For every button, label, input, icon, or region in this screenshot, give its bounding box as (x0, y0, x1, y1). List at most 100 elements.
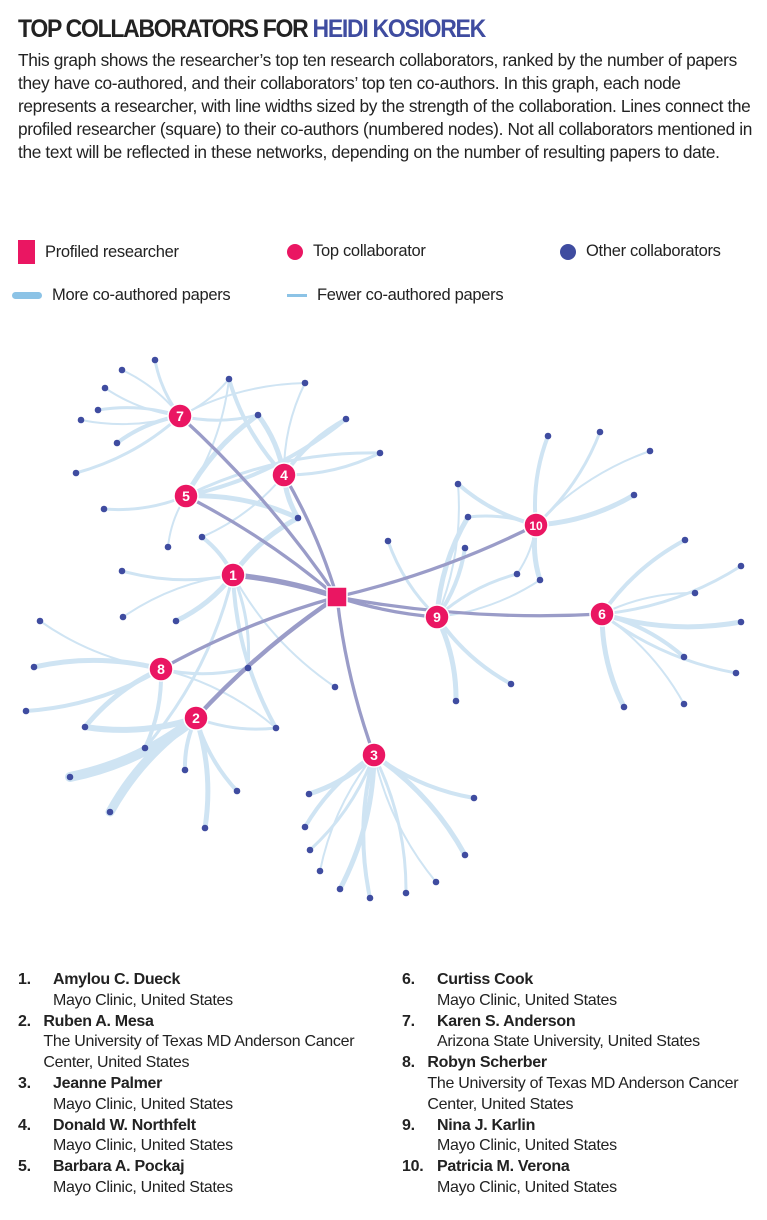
collaboration-edge (532, 434, 550, 527)
node-label: 9 (433, 609, 441, 625)
primary-edge-4 (282, 473, 339, 599)
node-circle (148, 656, 174, 682)
top-collaborator-node-3: 3 (361, 742, 387, 768)
collaborator-rank: 7. (402, 1012, 415, 1030)
node-circle (167, 403, 193, 429)
profiled-researcher-node (326, 586, 348, 608)
collaboration-edge (160, 668, 277, 729)
other-collaborator-node (181, 766, 189, 774)
node-label: 4 (280, 467, 288, 483)
node-label: 1 (229, 567, 237, 583)
legend-more: More co-authored papers (12, 286, 231, 305)
other-collaborator-node (305, 790, 313, 798)
collaboration-edge (24, 667, 163, 713)
other-collaborator-node (507, 680, 515, 688)
circle-icon (560, 243, 576, 260)
other-collaborator-node (113, 439, 121, 447)
other-collaborator-node (513, 570, 521, 578)
other-collaborator-node (461, 544, 469, 552)
node-circle (361, 742, 387, 768)
other-collaborator-node (342, 415, 350, 423)
network-graph: 1 2 3 4 5 6 7 8 9 10 (22, 356, 745, 902)
other-collaborator-node (737, 618, 745, 626)
other-collaborator-node (225, 375, 233, 383)
other-collaborator-node (77, 416, 85, 424)
node-label: 6 (598, 606, 606, 622)
other-collaborator-node (620, 703, 628, 711)
collaborator-name: Amylou C. Dueck (53, 971, 181, 988)
collaboration-edge (373, 754, 437, 883)
other-collaborator-node (316, 867, 324, 875)
collaboration-edge (184, 417, 348, 498)
top-collaborator-node-9: 9 (424, 604, 450, 630)
collaborator-affiliation: The University of Texas MD Anderson Canc… (427, 1074, 739, 1113)
other-collaborator-node (461, 851, 469, 859)
other-collaborator-node (732, 669, 740, 677)
collaborator-rank: 10. (402, 1158, 424, 1176)
other-collaborator-node (106, 808, 114, 816)
top-collaborator-node-7: 7 (167, 403, 193, 429)
legend-fewer: Fewer co-authored papers (287, 286, 504, 305)
collaborator-name: Karen S. Anderson (437, 1012, 576, 1030)
collaborator-affiliation: Arizona State University, United States (437, 1033, 700, 1051)
collaborator-name: Barbara A. Pockaj (53, 1158, 185, 1176)
top-collaborator-node-6: 6 (589, 601, 615, 627)
other-collaborator-node (164, 543, 172, 551)
other-collaborator-node (384, 537, 392, 545)
primary-edge-5 (184, 494, 339, 599)
collaboration-edge (361, 753, 376, 900)
collaborator-rank: 5. (18, 1158, 31, 1176)
other-collaborator-node (630, 491, 638, 499)
thin-line-icon (287, 294, 307, 297)
collaboration-edge (600, 564, 743, 616)
legend-other: Other collaborators (560, 242, 721, 261)
collaborator-affiliation: Mayo Clinic, United States (437, 991, 617, 1009)
collaborator-name: Nina J. Karlin (437, 1116, 536, 1134)
page-title: TOP COLLABORATORS FOR HEIDI KOSIOREK (18, 15, 487, 43)
other-collaborator-node (36, 617, 44, 625)
other-collaborator-node (94, 406, 102, 414)
other-collaborator-node (536, 576, 544, 584)
other-collaborator-node (22, 707, 30, 715)
top-collaborator-node-10: 10 (523, 512, 549, 538)
primary-edge-3 (335, 595, 376, 757)
other-collaborator-node (646, 447, 654, 455)
other-collaborator-node (198, 533, 206, 541)
other-collaborator-node (81, 723, 89, 731)
other-collaborator-node (464, 513, 472, 521)
node-label: 5 (182, 488, 190, 504)
other-collaborator-node (254, 411, 262, 419)
other-collaborator-node (366, 894, 374, 902)
node-circle (173, 483, 199, 509)
other-collaborator-node (681, 536, 689, 544)
top-collaborator-node-8: 8 (148, 656, 174, 682)
other-collaborator-node (737, 562, 745, 570)
other-collaborator-node (151, 356, 159, 364)
other-collaborator-node (118, 567, 126, 575)
other-collaborator-node (402, 889, 410, 897)
top-collaborator-node-5: 5 (173, 483, 199, 509)
other-collaborator-node (172, 617, 180, 625)
top-collaborator-node-2: 2 (183, 705, 209, 731)
other-collaborator-node (118, 366, 126, 374)
node-label: 2 (192, 710, 200, 726)
other-collaborator-node (244, 664, 252, 672)
researcher-name: HEIDI KOSIOREK (312, 15, 487, 43)
other-collaborator-node (301, 823, 309, 831)
collaborator-affiliation: Mayo Clinic, United States (53, 991, 233, 1009)
other-collaborator-node (691, 589, 699, 597)
collaboration-edge (31, 657, 164, 672)
primary-edge-6 (335, 595, 604, 618)
other-collaborator-node (680, 700, 688, 708)
collaboration-edge (231, 573, 278, 730)
node-circle (220, 562, 246, 588)
